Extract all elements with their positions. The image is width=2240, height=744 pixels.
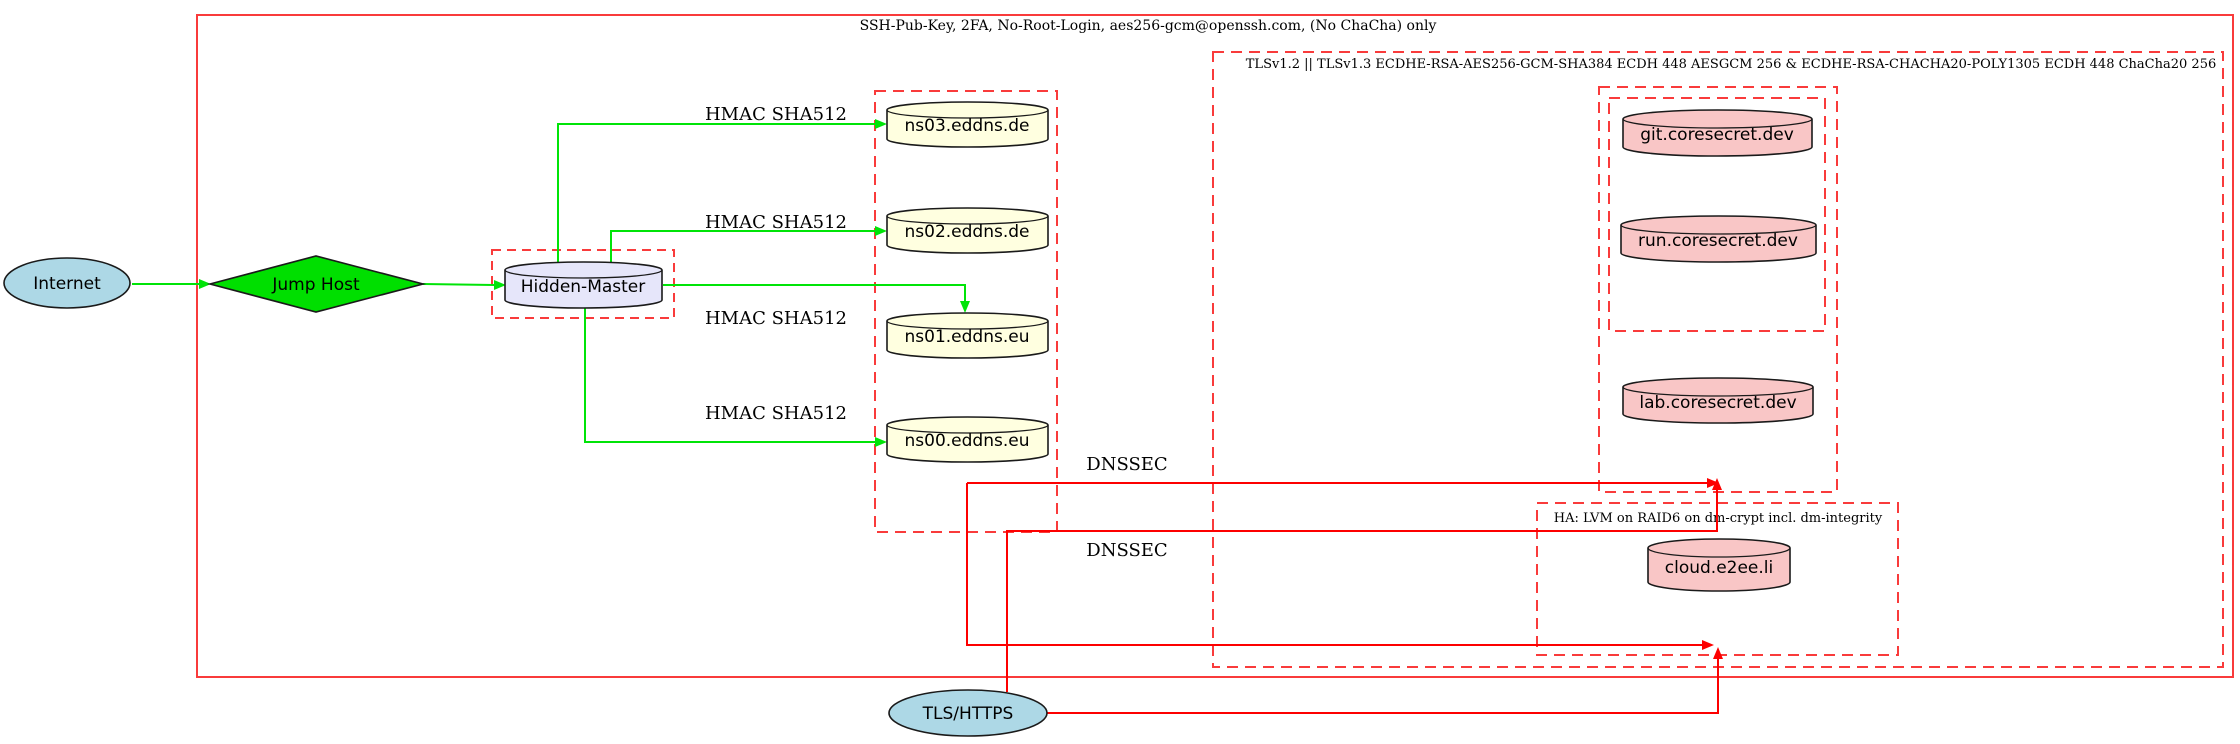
edge-jumphost-hiddenmaster (422, 280, 506, 290)
edge-hiddenmaster-ns02 (610, 226, 887, 262)
arrowhead (1713, 647, 1723, 659)
hidden-master-node-label: Hidden-Master (521, 277, 646, 297)
git-node-label: git.coresecret.dev (1640, 125, 1794, 145)
edge-internet-jumphost (132, 279, 211, 289)
git-node: git.coresecret.dev (1622, 109, 1813, 157)
arrowhead (494, 280, 506, 290)
ns03-node: ns03.eddns.de (886, 101, 1049, 148)
arrowhead (875, 437, 887, 447)
lab-node: lab.coresecret.dev (1622, 377, 1814, 424)
internet-node-label: Internet (33, 274, 101, 294)
arrowhead (1712, 478, 1722, 490)
tls-https-node-label: TLS/HTTPS (922, 704, 1014, 724)
ns02-node-label: ns02.eddns.de (905, 222, 1030, 242)
ns01-node: ns01.eddns.eu (886, 312, 1049, 359)
cluster-ssh-label: SSH-Pub-Key, 2FA, No-Root-Login, aes256-… (860, 18, 1437, 34)
cluster-ha-label: HA: LVM on RAID6 on dm-crypt incl. dm-in… (1554, 511, 1883, 526)
edge-label-hmac-ns01: HMAC SHA512 (705, 308, 847, 329)
hidden-master-node: Hidden-Master (504, 261, 663, 309)
arrowhead (1707, 478, 1719, 488)
edge-label-hmac-ns03: HMAC SHA512 (705, 104, 847, 125)
jump-host-node-label: Jump Host (271, 275, 360, 295)
arrowhead (1702, 640, 1714, 650)
cluster-tls-label: TLSv1.2 || TLSv1.3 ECDHE-RSA-AES256-GCM-… (1246, 57, 2216, 72)
ns00-node-label: ns00.eddns.eu (905, 431, 1030, 451)
edge-tlshttps-coresecret (1006, 478, 1722, 692)
cluster-ssh: SSH-Pub-Key, 2FA, No-Root-Login, aes256-… (196, 14, 2234, 678)
cloud-node: cloud.e2ee.li (1647, 538, 1791, 592)
edge-label-dnssec-top: DNSSEC (1086, 454, 1167, 475)
run-node-label: run.coresecret.dev (1638, 231, 1798, 251)
internet-node: Internet (3, 257, 131, 309)
edge-dnssec-upper (967, 478, 1719, 488)
ns02-node: ns02.eddns.de (886, 207, 1049, 254)
edge-dnssec-lower (966, 483, 1714, 650)
jump-host-node: Jump Host (206, 255, 427, 313)
ns03-node-label: ns03.eddns.de (905, 116, 1030, 136)
ns01-node-label: ns01.eddns.eu (905, 327, 1030, 347)
cluster-eddns-border (874, 90, 1058, 533)
arrowhead (960, 301, 970, 313)
arrowhead (875, 226, 887, 236)
edge-hiddenmaster-ns01 (663, 284, 970, 313)
edge-hiddenmaster-ns00 (584, 308, 887, 447)
edge-label-dnssec-bottom: DNSSEC (1086, 540, 1167, 561)
cluster-coresecret-inner-border (1608, 97, 1826, 332)
edge-label-hmac-ns02: HMAC SHA512 (705, 212, 847, 233)
edge-hiddenmaster-ns03 (557, 119, 887, 262)
cloud-node-label: cloud.e2ee.li (1665, 558, 1773, 578)
lab-node-label: lab.coresecret.dev (1639, 393, 1796, 413)
cluster-ssh-border (196, 14, 2234, 678)
edge-tlshttps-ha (1046, 647, 1723, 714)
ns00-node: ns00.eddns.eu (886, 416, 1049, 463)
arrowhead (875, 119, 887, 129)
edge-label-hmac-ns00: HMAC SHA512 (705, 403, 847, 424)
run-node: run.coresecret.dev (1620, 215, 1817, 263)
arrowhead (199, 279, 211, 289)
tls-https-node: TLS/HTTPS (888, 689, 1048, 737)
